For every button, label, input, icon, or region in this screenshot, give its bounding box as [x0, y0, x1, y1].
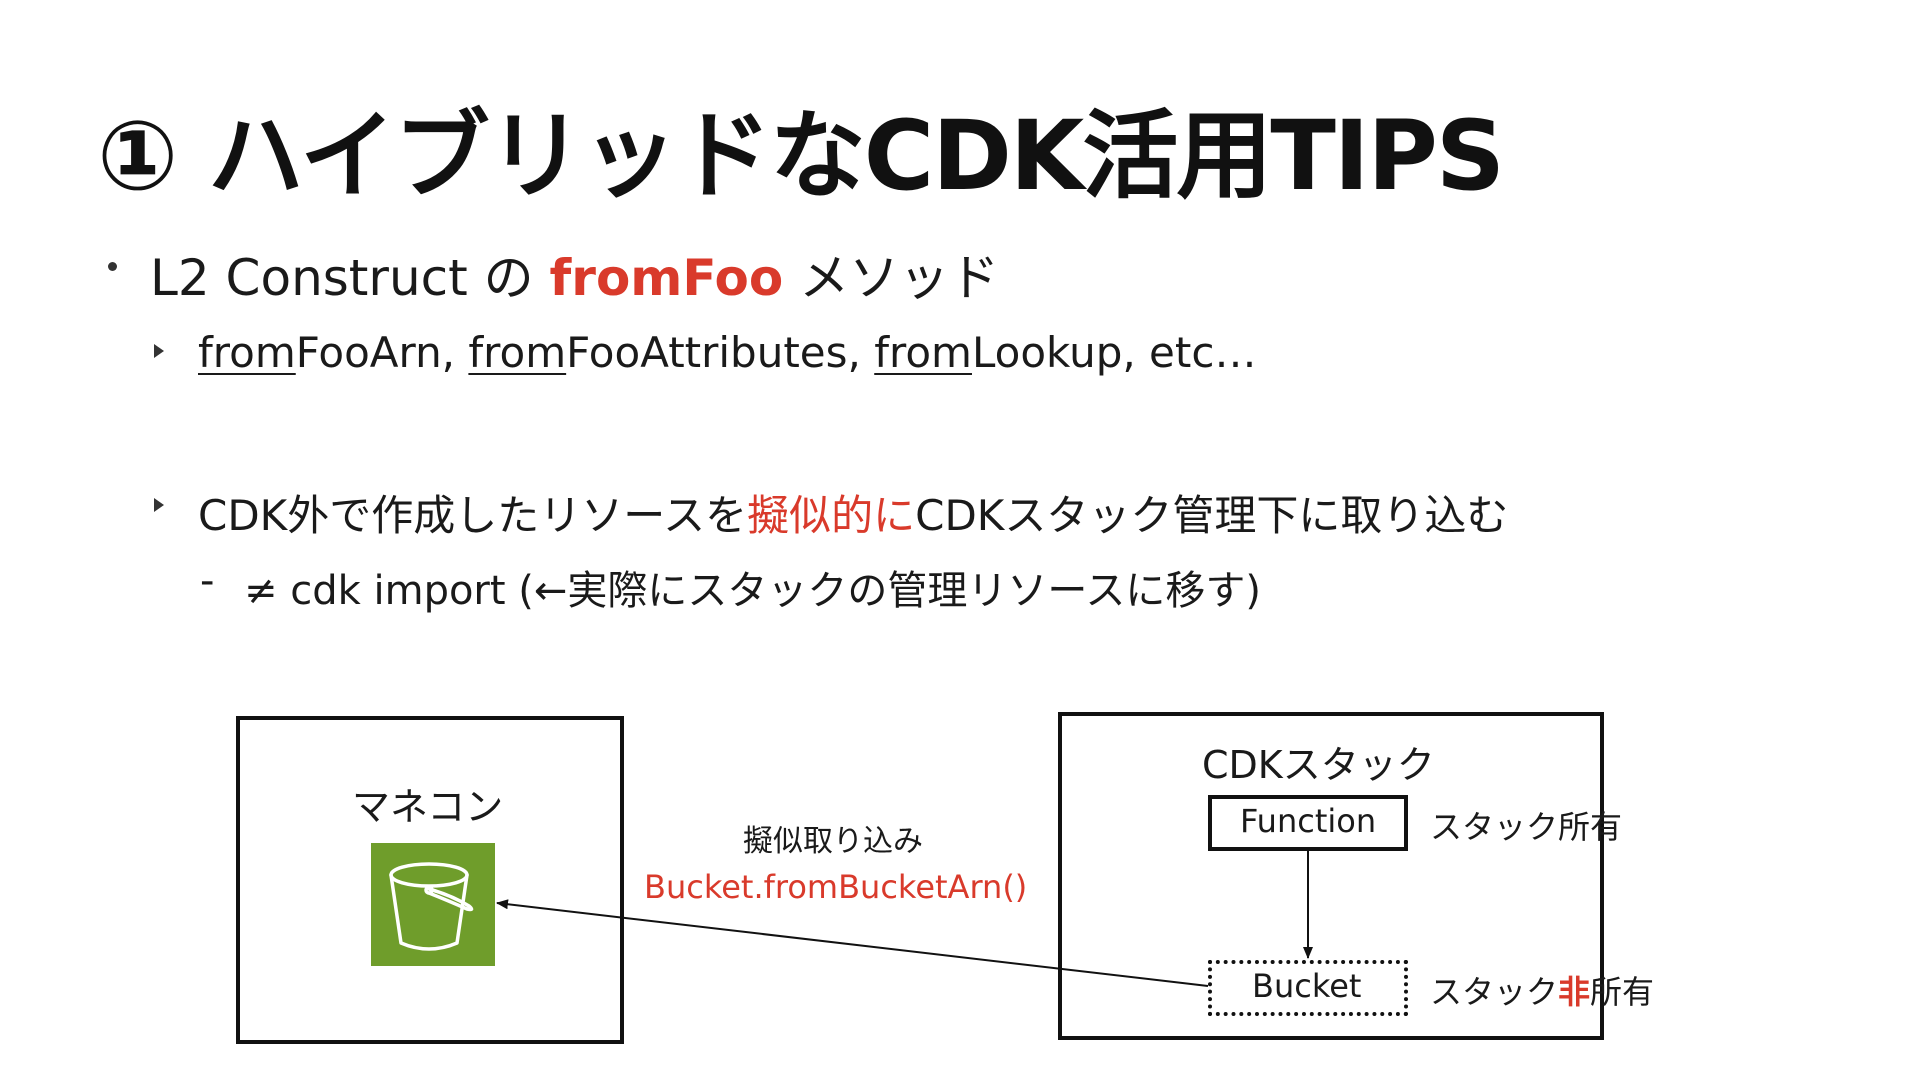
method-text: FooArn, — [295, 328, 469, 377]
not-owned-label: スタック非所有 — [1430, 967, 1654, 1013]
console-box — [236, 716, 624, 1044]
cdk-stack-box — [1058, 712, 1604, 1040]
cdk-stack-label: CDKスタック — [1202, 743, 1435, 787]
bucket-node — [1208, 960, 1408, 1016]
bucket-to-console-arrow — [496, 899, 1209, 987]
bullet-dot — [108, 262, 117, 271]
not-owned-prefix: スタック — [1430, 973, 1559, 1011]
method-text: FooAttributes, — [566, 328, 875, 377]
triangle-bullet-icon — [154, 498, 164, 512]
bucket-label: Bucket — [1252, 967, 1362, 1005]
method-text: Lookup, etc… — [971, 328, 1257, 377]
bullet-suffix: メソッド — [783, 249, 1000, 307]
console-label: マネコン — [352, 785, 504, 829]
import-suffix: CDKスタック管理下に取り込む — [915, 491, 1509, 540]
bullet-highlight: fromFoo — [549, 249, 784, 307]
slide-title: ① ハイブリッドなCDK活用TIPS — [97, 100, 1505, 212]
s3-bucket-icon — [371, 843, 495, 966]
function-node — [1208, 795, 1408, 851]
arrow-code: Bucket.fromBucketArn() — [644, 868, 1028, 906]
arrow-label: 擬似取り込み — [743, 824, 923, 859]
method-prefix: from — [874, 328, 972, 377]
not-owned-suffix: 所有 — [1590, 973, 1655, 1011]
owned-label: スタック所有 — [1430, 808, 1623, 846]
triangle-bullet-icon — [154, 344, 164, 358]
method-prefix: from — [468, 328, 567, 377]
import-prefix: CDK外で作成したリソースを — [198, 491, 748, 540]
not-owned-highlight: 非 — [1558, 973, 1591, 1011]
dash-bullet: - — [200, 558, 215, 604]
method-prefix: from — [198, 328, 296, 377]
bullet-prefix: L2 Construct の — [150, 249, 550, 307]
function-label: Function — [1240, 802, 1377, 840]
import-highlight: 擬似的に — [747, 491, 916, 540]
cdk-import-note: ≠ cdk import (←実際にスタックの管理リソースに移す) — [244, 568, 1262, 614]
